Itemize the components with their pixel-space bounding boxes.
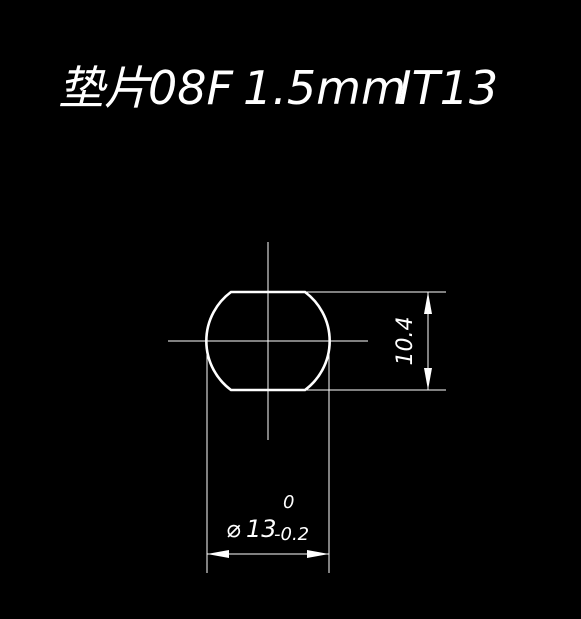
title-tolerance-grade: IT13 xyxy=(398,61,498,115)
title-part-name: 垫片 xyxy=(58,61,153,115)
dimension-arrow-bottom xyxy=(424,368,432,390)
flat-width-value: 10.4 xyxy=(393,317,418,366)
diameter-label: ⌀ 13 0 -0.2 xyxy=(226,492,309,545)
diameter-upper-deviation: 0 xyxy=(283,492,294,513)
dimension-arrow-left xyxy=(207,550,229,558)
diameter-value: 13 xyxy=(246,515,277,543)
diameter-symbol: ⌀ xyxy=(226,515,241,543)
dimension-arrow-right xyxy=(307,550,329,558)
diameter-lower-deviation: -0.2 xyxy=(274,524,309,545)
dimension-arrow-top xyxy=(424,292,432,314)
title-thickness: 1.5mm xyxy=(243,61,406,115)
title-material: 08F xyxy=(148,61,234,115)
drawing-title: 垫片 08F 1.5mm IT13 xyxy=(58,61,498,115)
center-lines xyxy=(168,242,368,440)
diameter-dimension xyxy=(206,350,330,573)
